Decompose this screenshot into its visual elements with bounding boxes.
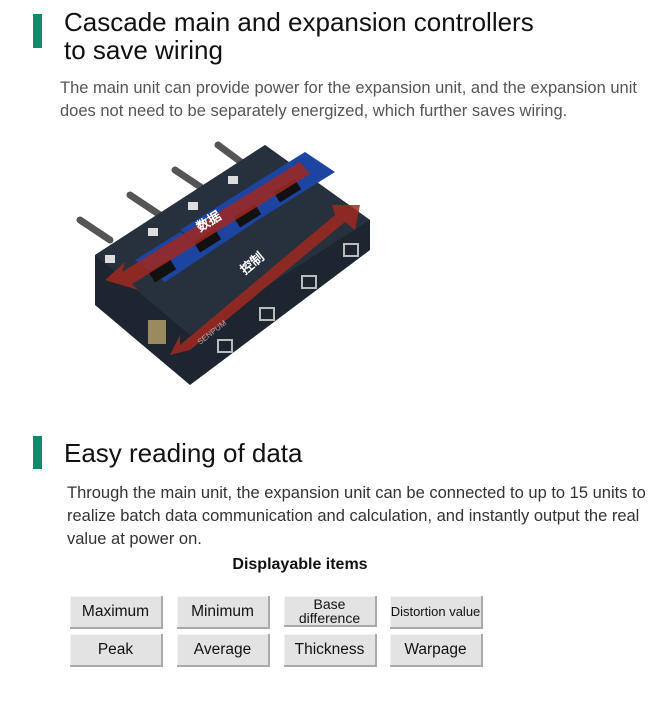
data-arrow: [105, 162, 310, 290]
section-accent-bar: [33, 14, 42, 48]
item-average: Average: [177, 634, 270, 667]
section1-description: The main unit can provide power for the …: [60, 79, 637, 120]
title-line-1: Cascade main and expansion controllers: [64, 7, 534, 37]
item-thickness: Thickness: [284, 634, 377, 667]
title-line-2: to save wiring: [64, 35, 223, 65]
item-maximum: Maximum: [70, 596, 163, 629]
item-peak: Peak: [70, 634, 163, 667]
section2-description: Through the main unit, the expansion uni…: [67, 484, 646, 548]
serial-connector: [148, 320, 166, 344]
control-arrow: [170, 205, 360, 355]
item-minimum: Minimum: [177, 596, 270, 629]
item-distortion-value: Distortion value: [390, 596, 483, 629]
section-accent-bar: [33, 436, 42, 469]
controller-product-image: 数据 控制 SENPUM: [76, 141, 370, 385]
item-base-difference: Base difference: [284, 596, 377, 627]
section2-title: Easy reading of data: [64, 438, 303, 468]
items-heading: Displayable items: [232, 556, 368, 573]
item-warpage: Warpage: [390, 634, 483, 667]
section1-title: Cascade main and expansion controllers t…: [64, 8, 534, 64]
ports: [217, 243, 359, 353]
